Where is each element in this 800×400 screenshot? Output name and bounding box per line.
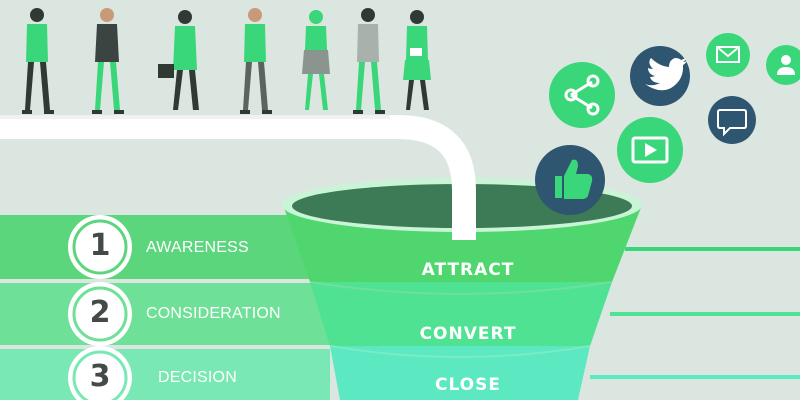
right-line-3 [590, 375, 800, 379]
stage-circle-3-ring [72, 350, 128, 400]
stage-number-2: 2 [89, 295, 111, 330]
person-3 [158, 10, 199, 110]
stage-bar-consideration [0, 283, 330, 345]
funnel-label-convert: CONVERT [419, 324, 517, 344]
stage-circle-2-ring [72, 286, 128, 342]
stage-label-consideration: CONSIDERATION [146, 305, 281, 322]
video-icon [617, 117, 683, 183]
pipe [0, 115, 476, 240]
funnel-layer-close [330, 346, 590, 400]
funnel-label-attract: ATTRACT [421, 260, 515, 280]
stage-circle-3 [68, 346, 132, 400]
right-line-2 [610, 312, 800, 316]
funnel-separator-1 [309, 281, 613, 295]
stage-circle-1 [68, 215, 132, 279]
person-1 [22, 8, 54, 114]
person-5 [302, 10, 330, 110]
person-2 [92, 8, 124, 114]
stage-circle-2 [68, 282, 132, 346]
share-icon [549, 62, 615, 128]
funnel-label-close: CLOSE [434, 375, 501, 395]
user-icon [766, 45, 800, 85]
stage-circle-1-ring [72, 219, 128, 275]
stage-number-3: 3 [89, 359, 111, 394]
stage-bar-awareness [0, 215, 330, 279]
person-4 [240, 8, 272, 114]
person-7 [403, 10, 431, 110]
pipe-shadow [0, 115, 390, 119]
stage-bar-decision [0, 349, 330, 400]
stage-label-awareness: AWARENESS [146, 239, 249, 256]
chat-icon [708, 96, 756, 144]
right-line-1 [625, 247, 800, 251]
stage-number-1: 1 [89, 228, 111, 263]
email-icon [706, 33, 750, 77]
funnel-separator-2 [329, 345, 591, 358]
person-6 [353, 8, 385, 114]
stage-label-decision: DECISION [158, 369, 237, 386]
funnel-layer-convert [310, 282, 612, 346]
twitter-icon [630, 46, 690, 106]
like-icon [535, 145, 605, 215]
